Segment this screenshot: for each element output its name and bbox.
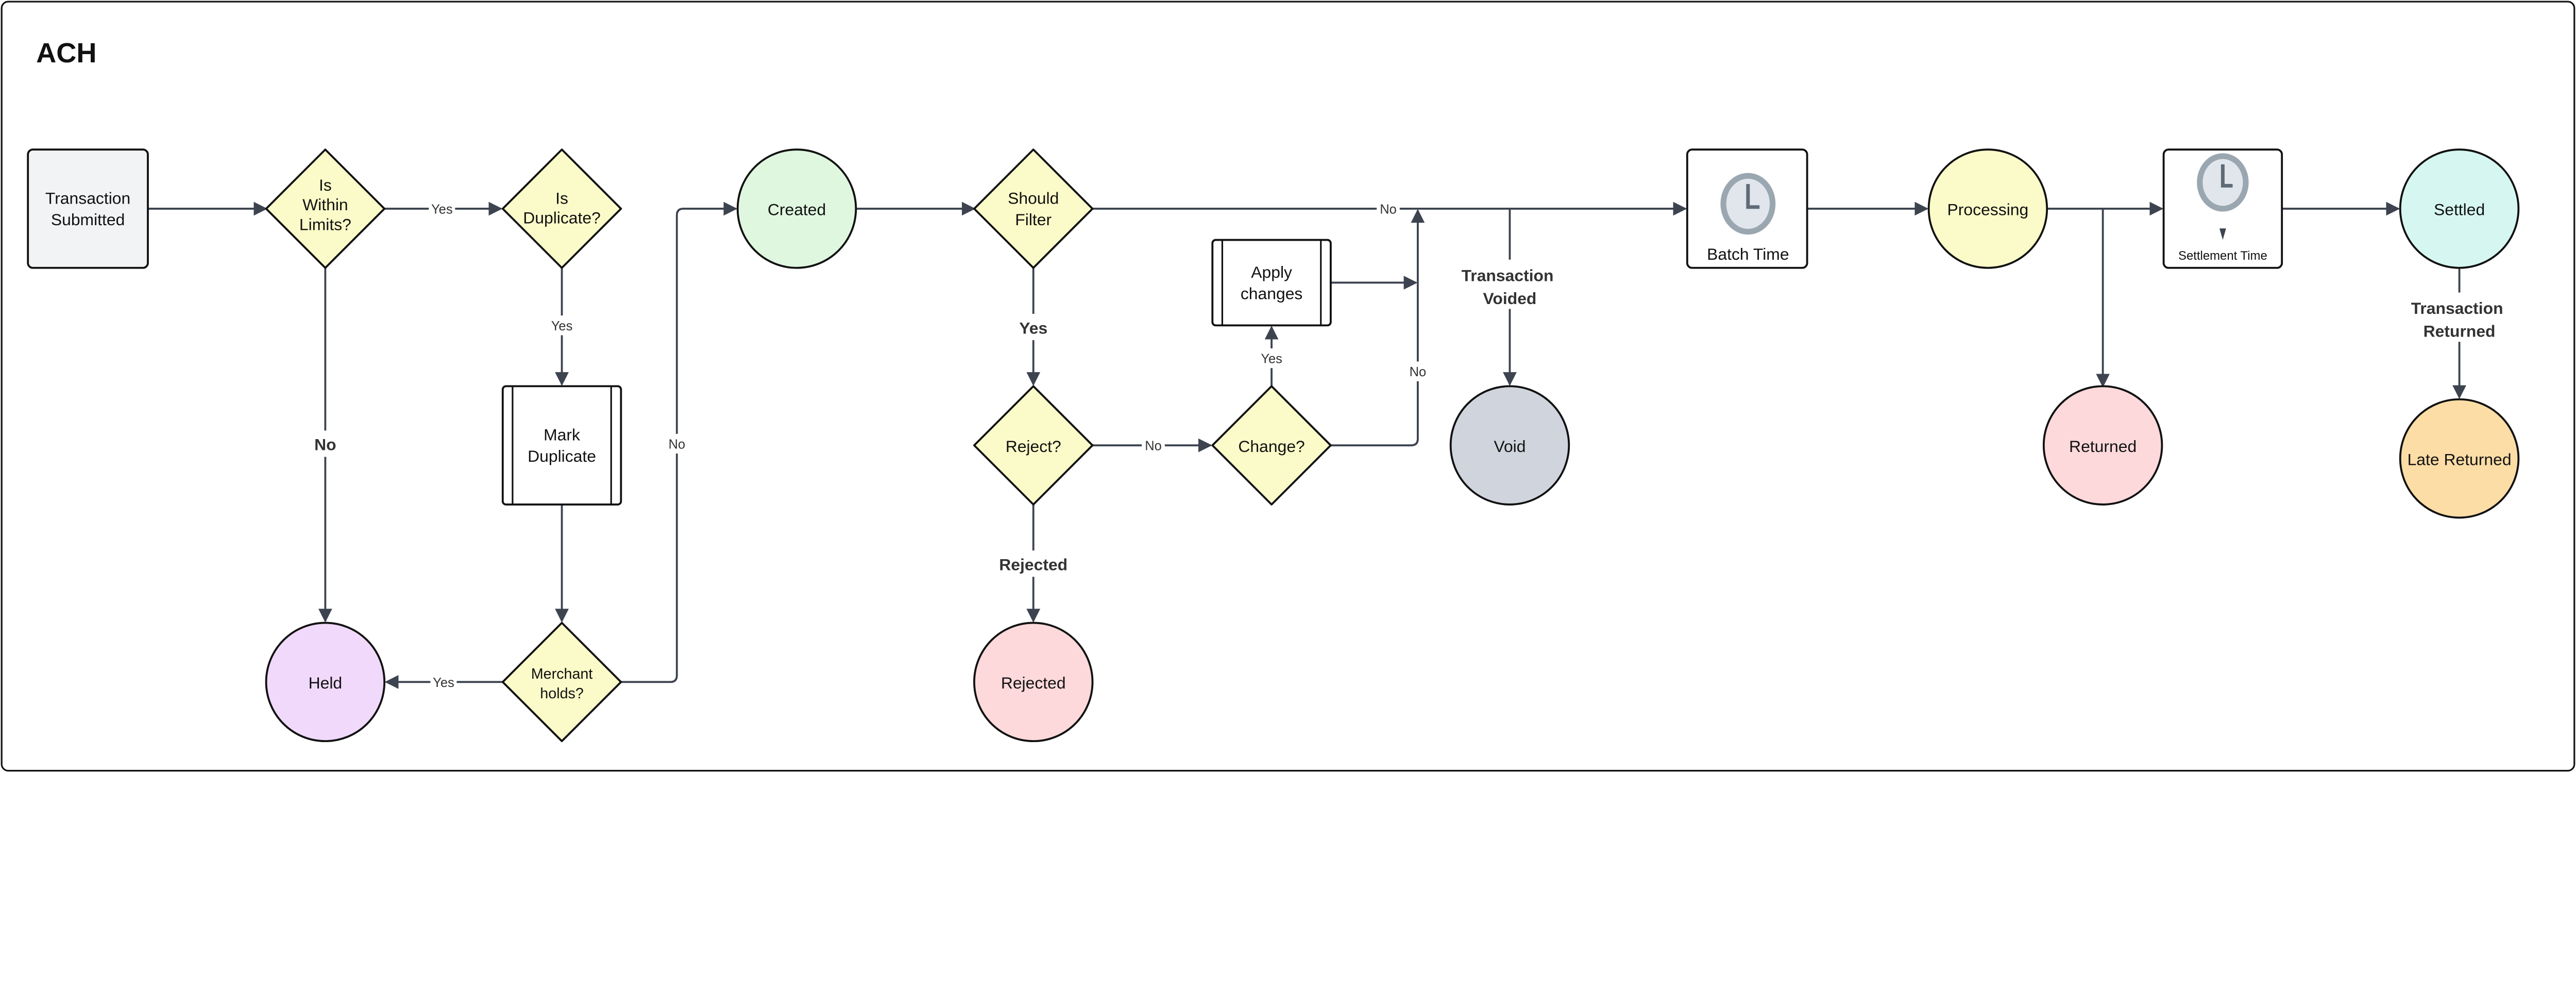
label-filter-no: No <box>1380 203 1397 217</box>
label-within-no: No <box>314 435 336 454</box>
clock-icon <box>2197 153 2249 240</box>
svg-text:Change?: Change? <box>1238 437 1304 456</box>
state-void[interactable]: Void <box>1449 385 1570 506</box>
label-reject-no: No <box>1145 439 1162 454</box>
svg-text:Batch Time: Batch Time <box>1707 245 1789 263</box>
diagram-title: ACH <box>36 38 96 69</box>
edge-labels: Yes No Yes Yes No No Yes Rejected No Yes… <box>309 200 2514 691</box>
svg-text:Processing: Processing <box>1947 200 2029 219</box>
label-change-no: No <box>1410 365 1427 379</box>
timer-batch-time[interactable]: Batch Time <box>1686 148 1808 269</box>
state-processing[interactable]: Processing <box>1927 148 2048 269</box>
state-rejected[interactable]: Rejected <box>973 622 1094 743</box>
timer-settlement-time[interactable]: Settlement Time <box>2162 148 2283 269</box>
label-filter-yes: Yes <box>1019 318 1047 337</box>
canvas-frame <box>1 1 2575 772</box>
svg-text:Reject?: Reject? <box>1006 437 1061 456</box>
label-change-yes: Yes <box>1261 352 1282 366</box>
decision-reject[interactable]: Reject? <box>973 385 1094 506</box>
svg-text:Late Returned: Late Returned <box>2408 450 2512 468</box>
edge-change-no <box>1330 209 1425 447</box>
clock-icon <box>1720 173 1776 235</box>
svg-text:Rejected: Rejected <box>1001 674 1066 692</box>
svg-text:Void: Void <box>1494 437 1526 456</box>
svg-text:Returned: Returned <box>2069 437 2137 456</box>
label-transaction-returned: Transaction Returned <box>2411 299 2508 341</box>
label-duplicate-yes: Yes <box>551 319 573 333</box>
svg-text:Settled: Settled <box>2434 200 2485 219</box>
ach-flowchart: ACH Yes No Yes Yes No No <box>1 1 2575 772</box>
decision-change[interactable]: Change? <box>1211 385 1332 506</box>
state-late-returned[interactable]: Late Returned <box>2399 398 2520 519</box>
state-held[interactable]: Held <box>265 622 386 743</box>
label-merchant-no: No <box>668 438 685 452</box>
state-returned[interactable]: Returned <box>2042 385 2163 506</box>
label-rejected: Rejected <box>999 556 1067 574</box>
state-created[interactable]: Created <box>736 148 857 269</box>
svg-text:Settlement Time: Settlement Time <box>2178 249 2267 263</box>
svg-text:Created: Created <box>768 200 826 219</box>
svg-text:Held: Held <box>309 674 343 692</box>
label-merchant-yes: Yes <box>433 676 454 690</box>
state-settled[interactable]: Settled <box>2399 148 2520 269</box>
label-transaction-voided: Transaction Voided <box>1462 266 1558 308</box>
label-within-yes: Yes <box>431 203 453 217</box>
